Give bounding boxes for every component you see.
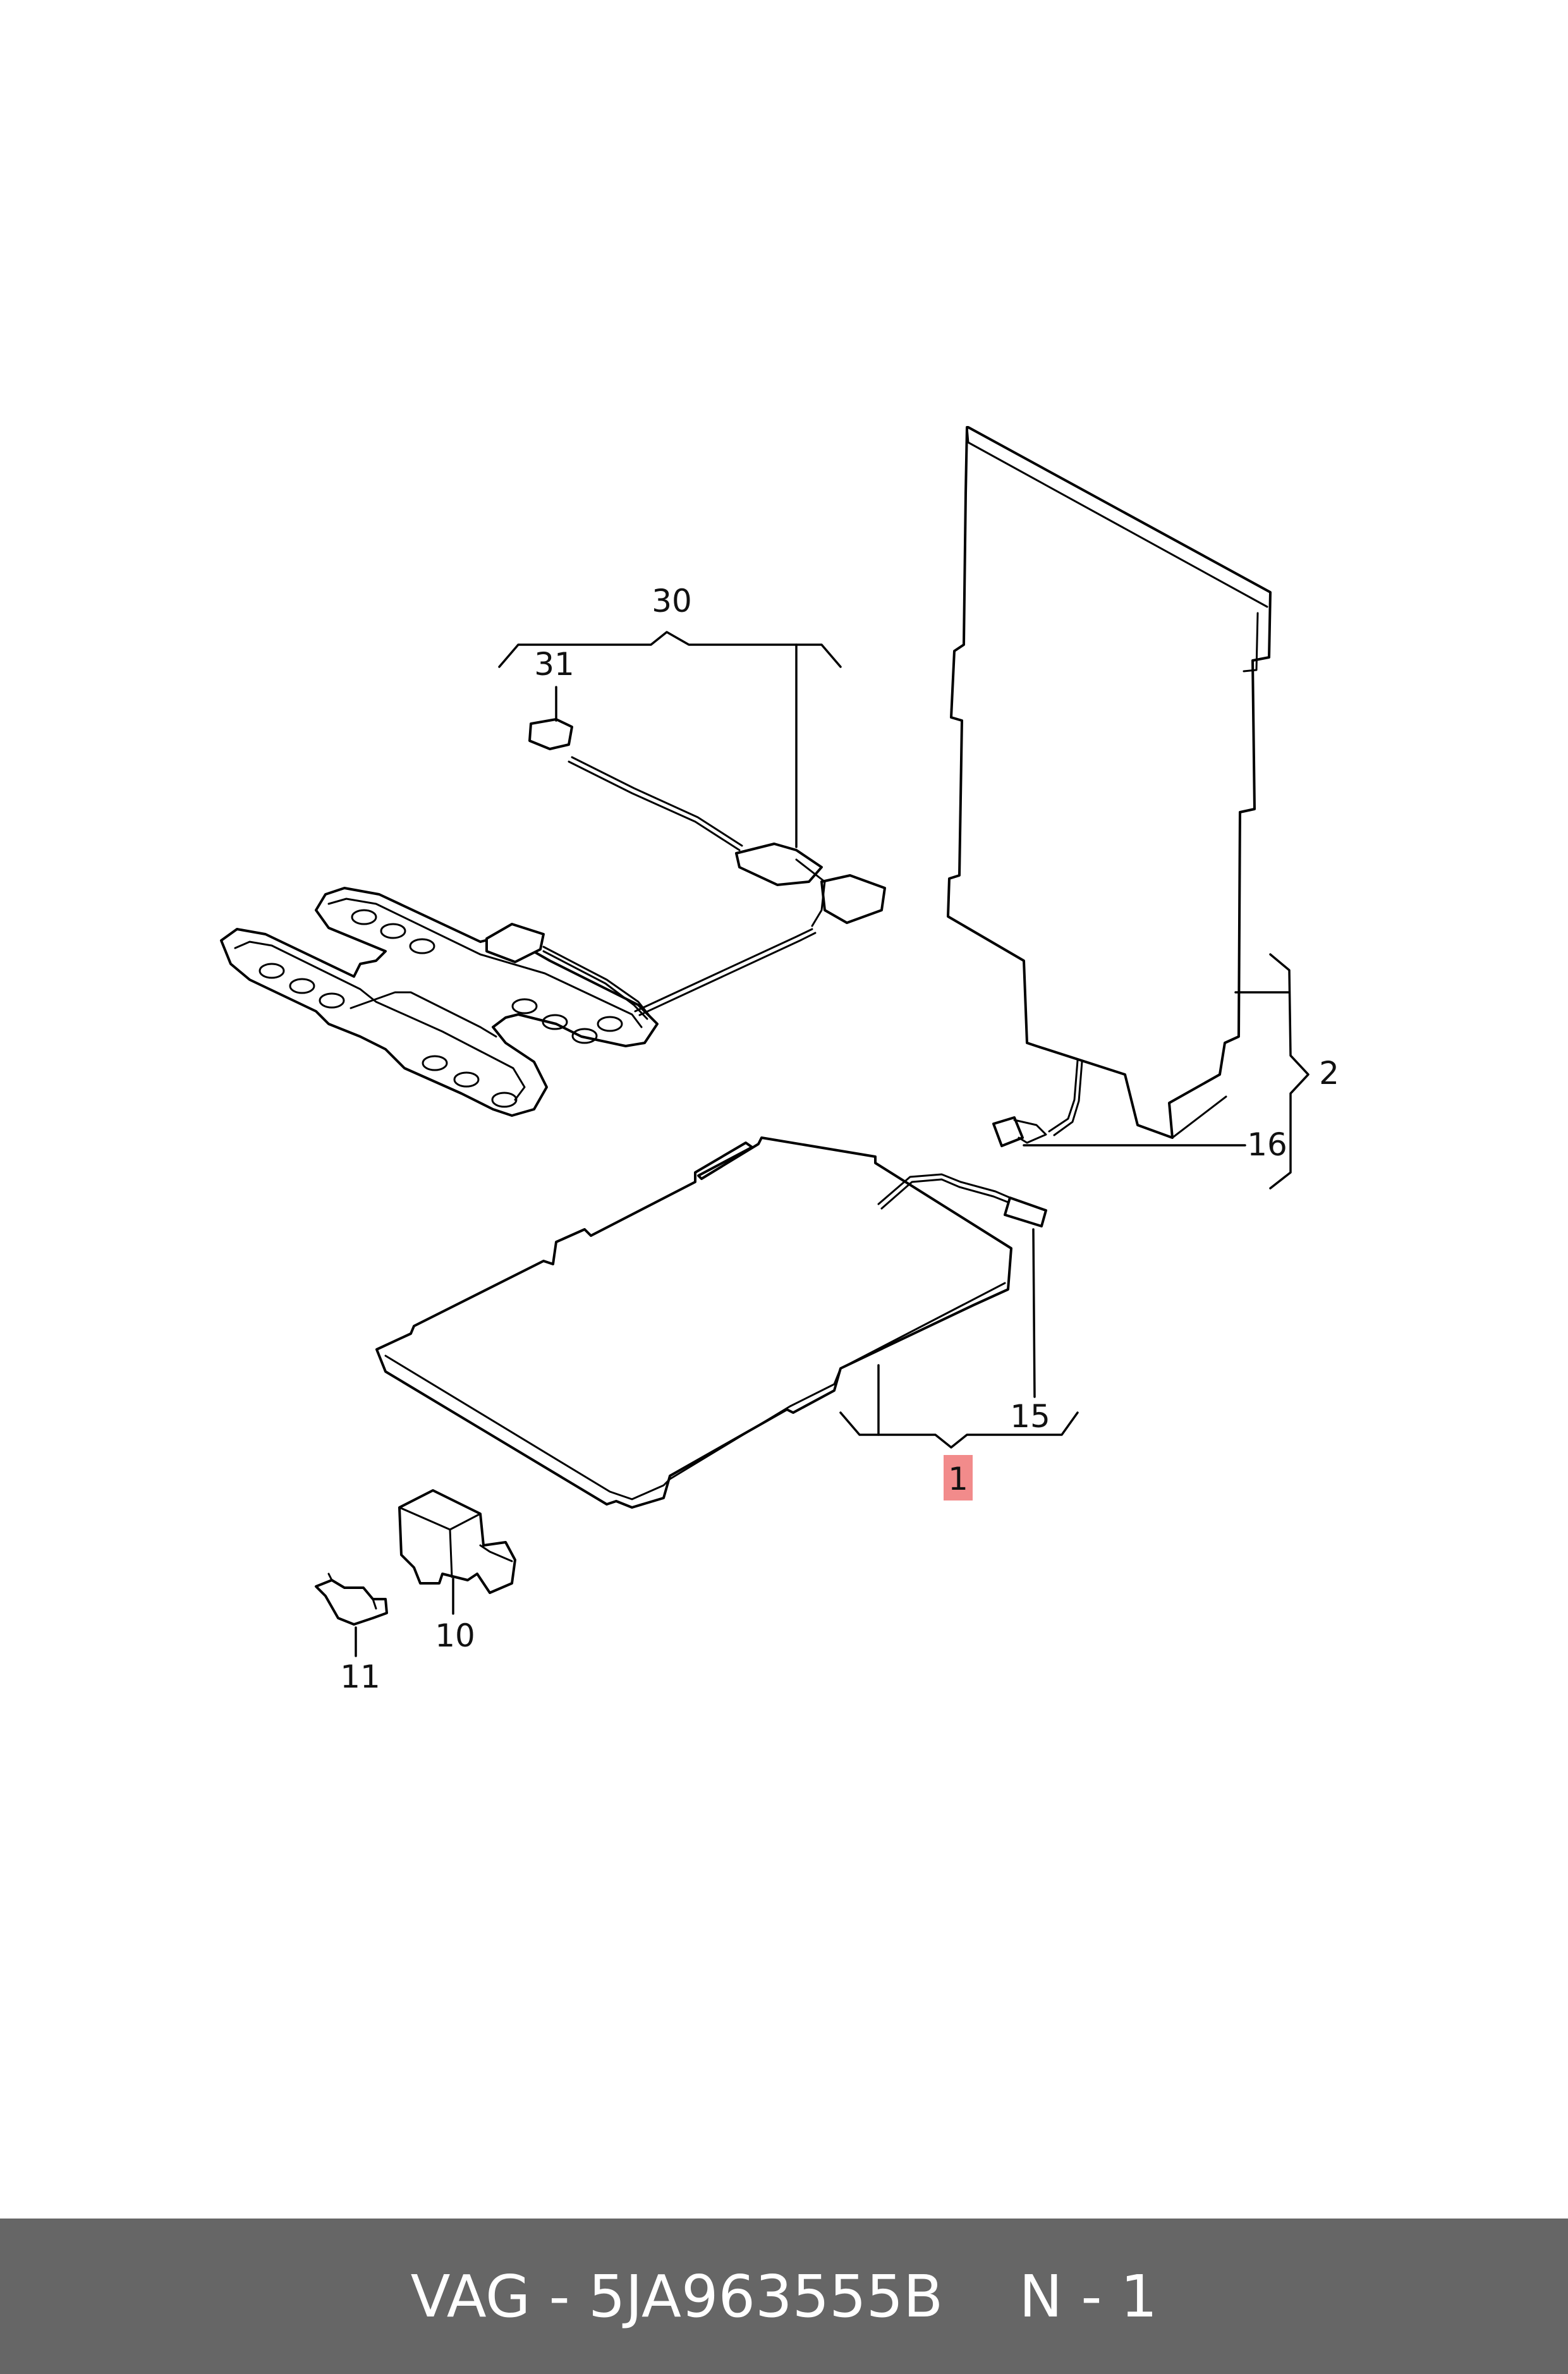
parts-diagram: 30 31 2 16 15 1 10 11 (220, 426, 1339, 1695)
footer-separator: - (530, 2262, 588, 2330)
callout-2: 2 (1319, 1055, 1339, 1092)
callout-30: 30 (652, 583, 692, 619)
callout-15: 15 (1010, 1398, 1050, 1435)
backrest-heating-mat[interactable] (947, 426, 1272, 1147)
callout-31: 31 (534, 646, 574, 683)
footer-bar: VAG - 5JA963555B N - 1 (0, 2219, 1568, 2374)
leaders (355, 631, 1310, 1657)
occupant-sensor-mat[interactable] (220, 718, 886, 1117)
callout-11: 11 (340, 1659, 380, 1695)
callout-10: 10 (435, 1617, 475, 1654)
highlight-marker (944, 1455, 973, 1500)
callout-1: 1 (948, 1461, 968, 1497)
callout-16: 16 (1247, 1126, 1287, 1163)
control-unit[interactable] (398, 1489, 516, 1594)
footer-part-number: 5JA963555B (588, 2262, 944, 2330)
seat-heating-mat[interactable] (375, 1136, 1047, 1509)
footer-brand: VAG (410, 2262, 531, 2330)
bracket[interactable] (315, 1573, 388, 1626)
footer-position: N - 1 (1019, 2262, 1158, 2330)
